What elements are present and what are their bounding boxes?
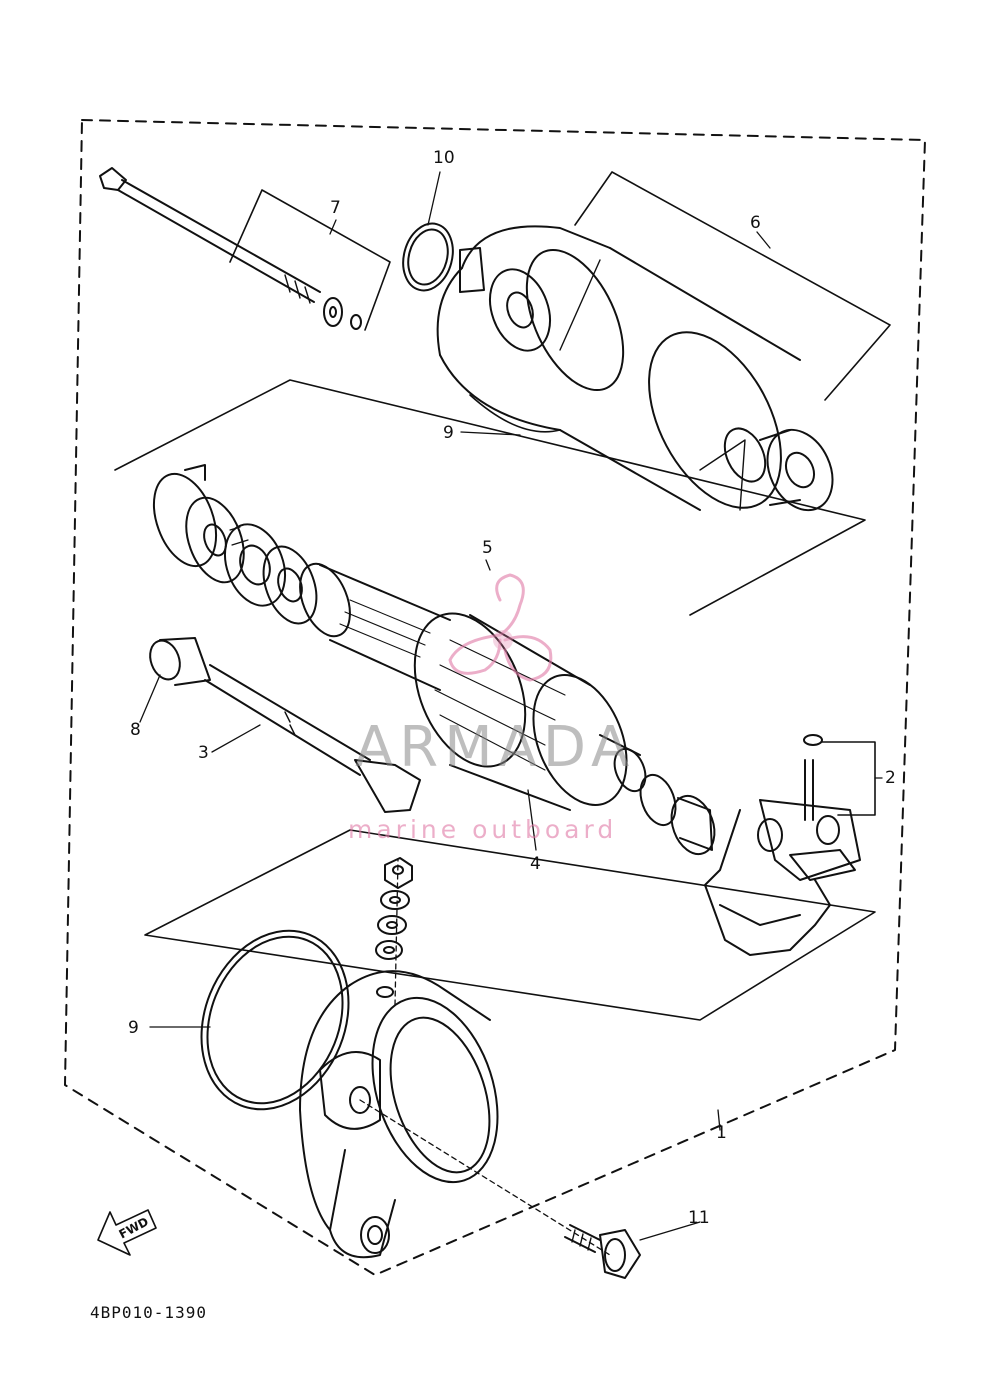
watermark-logo [448, 573, 553, 682]
group-bracket-upper [114, 379, 866, 616]
through-bolt [99, 167, 362, 330]
brush-holder-plate [704, 734, 861, 956]
leader-lines [139, 171, 883, 1256]
callout-1: 1 [716, 1123, 727, 1143]
callout-4: 4 [530, 854, 541, 874]
callout-8: 8 [130, 720, 141, 740]
yoke-gasket [469, 394, 561, 433]
end-bearing [639, 773, 716, 856]
fwd-arrow [97, 1209, 157, 1256]
group-bracket-part2 [821, 741, 876, 816]
mounting-bolt [564, 1224, 641, 1279]
callout-2: 2 [885, 768, 896, 788]
group-bracket-part7 [229, 189, 391, 331]
yoke-assembly [436, 225, 834, 512]
nut-washer-stack [375, 857, 413, 960]
watermark-brand: ARMADA [355, 715, 636, 780]
assembly-dashed-boundary [64, 119, 926, 1276]
callout-9-bottom: 9 [128, 1018, 139, 1038]
callout-7: 7 [330, 198, 341, 218]
callout-5: 5 [482, 538, 493, 558]
callout-9-top: 9 [443, 423, 454, 443]
watermark-tagline: marine outboard [348, 815, 618, 844]
group-bracket-part6 [574, 171, 891, 401]
callout-6: 6 [750, 213, 761, 233]
o-ring [402, 222, 454, 292]
rear-cover [299, 970, 499, 1259]
terminal-bolt [149, 637, 421, 813]
shim-stack [152, 464, 318, 625]
callout-11: 11 [688, 1208, 710, 1228]
group-bracket-lower [144, 829, 876, 1021]
armature [299, 562, 647, 811]
callout-3: 3 [198, 743, 209, 763]
diagram-reference-code: 4BP010-1390 [90, 1303, 207, 1322]
o-ring-large [200, 929, 350, 1111]
callout-10: 10 [433, 148, 455, 168]
